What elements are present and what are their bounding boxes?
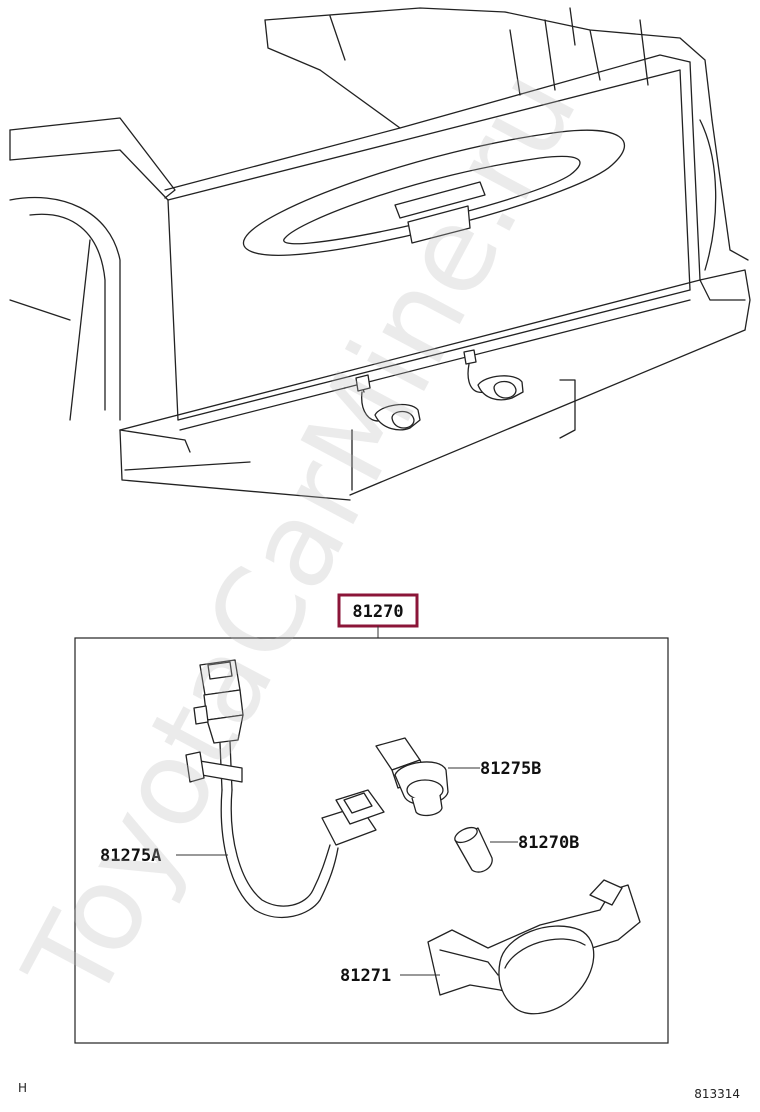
assembly-callout: 81270	[337, 593, 419, 638]
label-81271[interactable]: 81271	[340, 966, 391, 986]
truck-rear-illustration	[9, 7, 751, 501]
socket-drawing	[375, 737, 449, 817]
label-81275a[interactable]: 81275A	[100, 846, 161, 866]
wire-harness-drawing	[185, 659, 385, 919]
watermark: ToyotaCarMine.ru	[0, 48, 604, 1024]
assembly-frame	[74, 637, 669, 1044]
figure-number: 813314	[694, 1087, 740, 1101]
part-labels: 81275B 81270B 81275A 81271	[100, 759, 579, 986]
footer-left-mark: H	[18, 1081, 27, 1095]
label-81275b[interactable]: 81275B	[480, 759, 541, 779]
label-81270b[interactable]: 81270B	[518, 833, 579, 853]
lamp-housing-drawing	[427, 879, 641, 1015]
bulb-drawing	[454, 826, 493, 873]
assembly-part-number[interactable]: 81270	[352, 602, 403, 622]
